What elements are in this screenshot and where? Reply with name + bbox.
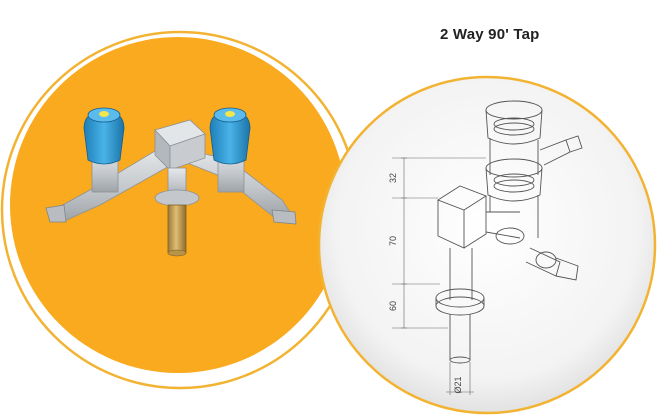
dimension-label-diameter: Ø21 [453,376,463,393]
page-title: 2 Way 90' Tap [440,26,540,43]
drawing-circle [317,75,657,415]
tap-photo [45,107,297,257]
dimension-label-32: 32 [388,173,398,183]
dimension-label-60: 60 [388,301,398,311]
technical-drawing [392,100,583,395]
dimension-label-70: 70 [388,236,398,246]
